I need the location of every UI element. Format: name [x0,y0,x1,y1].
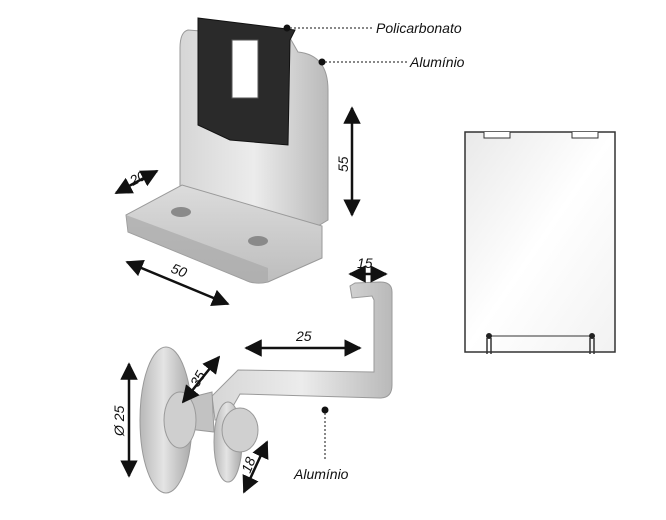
dim-text-35: 35 [187,368,209,390]
dim-line-20 [114,169,159,195]
dim-text-15: 15 [357,255,373,271]
dim-text-50: 50 [169,260,190,281]
glass-pin-right [589,333,595,339]
dim-text-d25: Ø 25 [111,405,127,437]
label-aluminio-bottom: Alumínio [293,466,349,482]
dim-text-18: 18 [238,454,259,475]
hook-disc-hub [163,391,197,449]
bracket-hole-left [171,207,191,217]
hook-knob-cap [221,407,259,453]
bracket-base-edge [126,215,268,284]
label-policarbonato: Policarbonato [376,20,462,36]
dim-line-50 [125,259,230,307]
dim-line-18 [242,440,269,494]
glass-sheet [464,131,616,353]
dim-text-20: 20 [126,167,148,189]
dim-line-35 [181,355,221,404]
glass-notch-right [571,132,599,139]
callout-leaders-top [283,24,408,66]
glass-panel [464,131,616,354]
bottom-hook [139,281,393,494]
bracket-hole-right [248,236,268,246]
label-aluminio-top: Alumínio [409,54,465,70]
dim-text-55: 55 [335,156,351,172]
glass-notch-left [483,132,511,139]
insert-slot [231,39,259,99]
glass-pin-left [486,333,492,339]
dim-text-25: 25 [295,328,312,344]
top-bracket [125,17,329,284]
hook-arm [211,281,393,421]
